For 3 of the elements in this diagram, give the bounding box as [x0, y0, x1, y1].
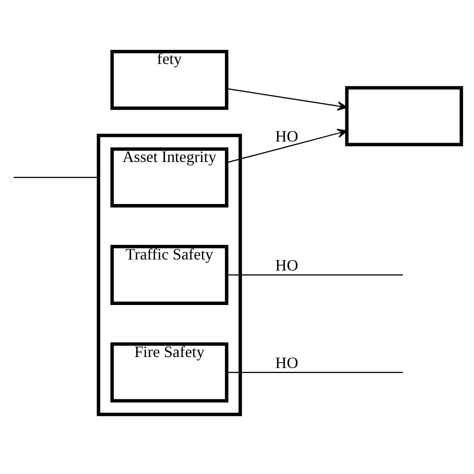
edge-label: HO [275, 354, 298, 372]
edge-label: HO [275, 257, 298, 274]
edge-label: HO [275, 128, 298, 145]
